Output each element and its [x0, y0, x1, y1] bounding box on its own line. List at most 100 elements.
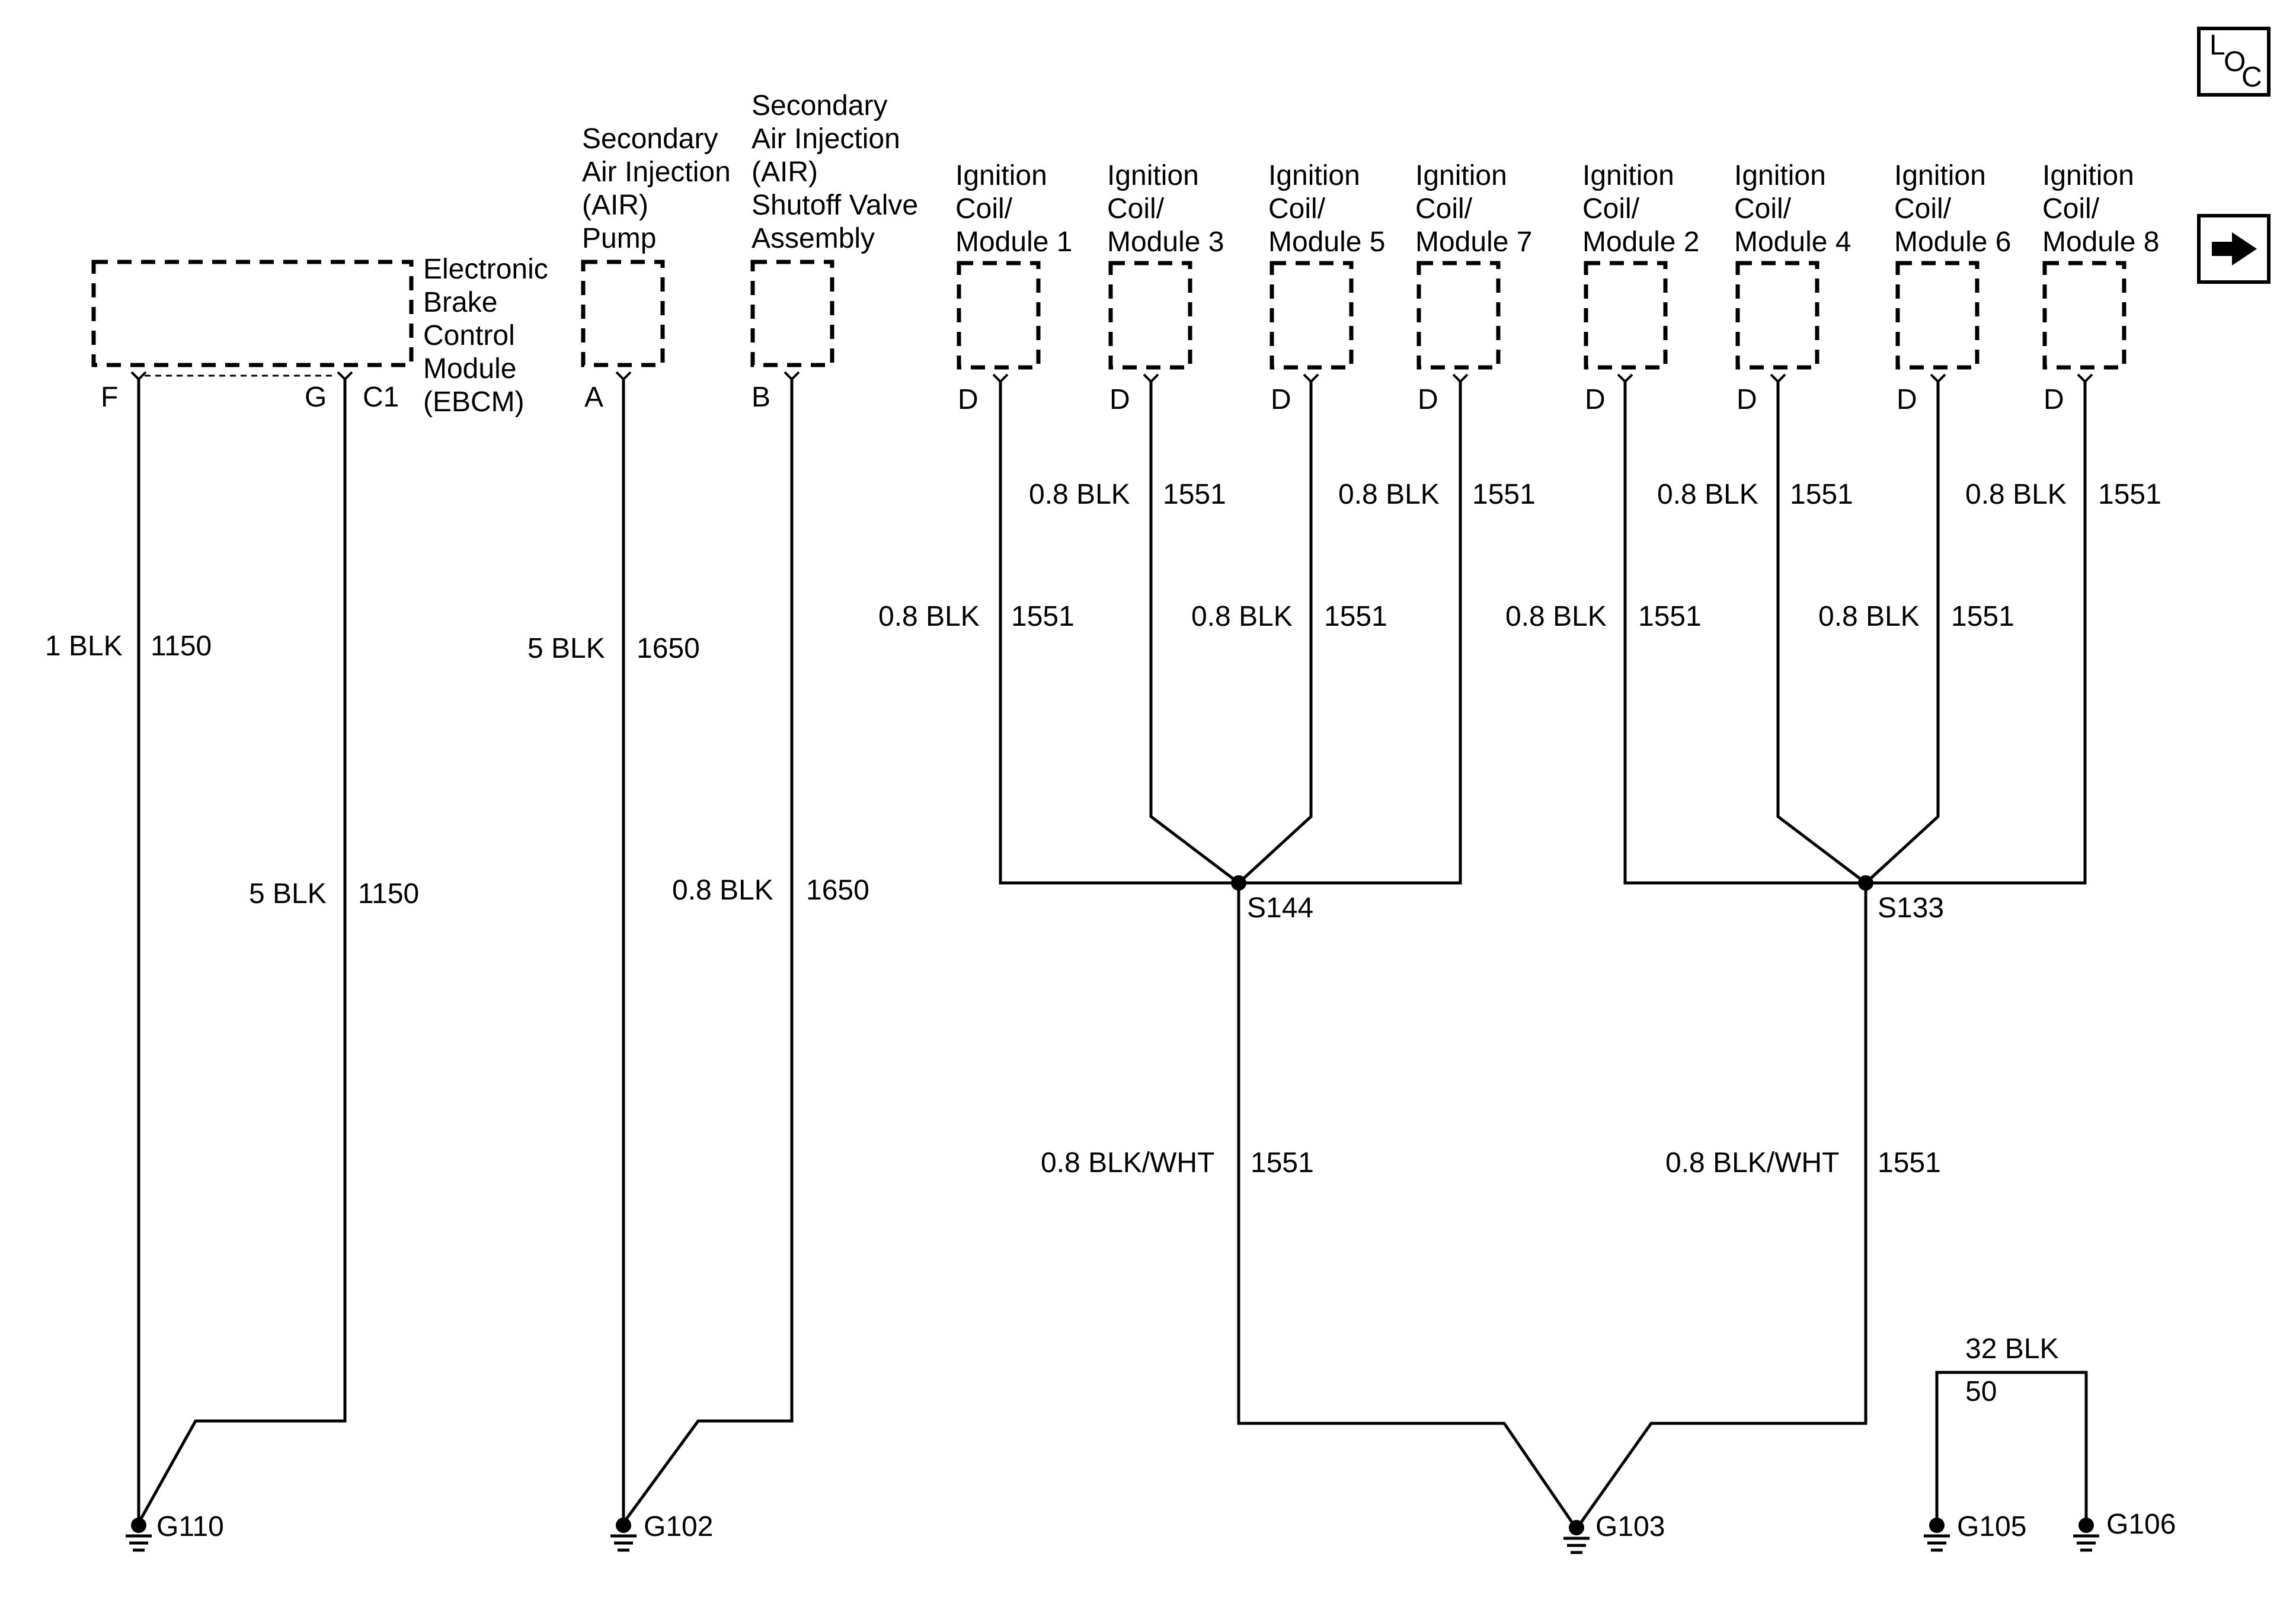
wire-coil-4: [1776, 380, 1867, 884]
coil-pin-d: D: [2044, 384, 2064, 415]
coil-module-2: Ignition Coil/ Module 2 D: [1582, 160, 1699, 415]
wire-s133-ground: [1575, 883, 1868, 1530]
coil-label: Ignition Coil/ Module 5: [1268, 160, 1385, 258]
ground-g110: G110: [126, 1511, 224, 1552]
air-valve-component: Secondary Air Injection (AIR) Shutoff Va…: [750, 90, 926, 413]
coil-module-7: Ignition Coil/ Module 7 D: [1415, 160, 1532, 415]
splice-s133: S133: [1858, 875, 1944, 924]
wire-coil-7: [1239, 380, 1462, 885]
ground-g103: G103: [1563, 1511, 1665, 1554]
coil-module-8: Ignition Coil/ Module 8 D: [2042, 160, 2159, 415]
coil-label: Ignition Coil/ Module 3: [1107, 160, 1224, 258]
coil-module-5: Ignition Coil/ Module 5 D: [1268, 160, 1385, 415]
coil-pin-d: D: [958, 384, 978, 415]
wire-coil-6: [1865, 380, 1940, 884]
ground-g106-label: G106: [2106, 1509, 2176, 1540]
wire-coil-1: [999, 380, 1239, 885]
air-pump-component: Secondary Air Injection (AIR) Pump A: [581, 123, 738, 413]
wire-ground-jumper-color: 32 BLK: [1965, 1333, 2058, 1365]
ground-g106: G106: [2073, 1509, 2176, 1552]
wire-ebcm-f-color: 1 BLK: [45, 630, 123, 662]
coil-pin-d: D: [1585, 384, 1606, 415]
loc-icon-c: C: [2241, 62, 2262, 93]
wire-coil-4-circuit: 1551: [1790, 479, 1853, 510]
wire-ground-jumper: [1935, 1371, 2088, 1525]
ground-symbol-icon: [1924, 1534, 1950, 1552]
coil-label: Ignition Coil/ Module 1: [955, 160, 1072, 258]
wire-s133-color: 0.8 BLK/WHT: [1665, 1147, 1839, 1179]
splice-s144-label: S144: [1247, 892, 1313, 924]
wire-ebcm-g-circuit: 1150: [358, 878, 419, 910]
coil-label: Ignition Coil/ Module 7: [1415, 160, 1532, 258]
wire-coil-3: [1149, 380, 1240, 884]
wire-air-valve-circuit: 1650: [806, 875, 869, 906]
ground-g102-label: G102: [644, 1511, 713, 1542]
ground-g105: G105: [1924, 1511, 2026, 1552]
coil-pin-d: D: [1897, 384, 1917, 415]
ebcm-pin-g: G: [305, 382, 327, 413]
next-page-arrow-icon[interactable]: [2197, 214, 2271, 284]
wire-air-valve-color: 0.8 BLK: [672, 875, 773, 906]
ebcm-connector-c1: C1: [363, 382, 399, 413]
wire-coil-6-circuit: 1551: [1951, 601, 2014, 632]
splice-s133-label: S133: [1878, 892, 1944, 924]
coil-label: Ignition Coil/ Module 6: [1894, 160, 2011, 258]
wire-s133-circuit: 1551: [1878, 1147, 1941, 1179]
splice-s144: S144: [1231, 875, 1313, 924]
wire-air-pump-color: 5 BLK: [527, 633, 605, 664]
wire-coil-5: [1237, 380, 1313, 884]
wire-s144-circuit: 1551: [1251, 1147, 1314, 1179]
coil-module-4: Ignition Coil/ Module 4 D: [1734, 160, 1851, 415]
wire-s144-ground: [1237, 883, 1578, 1530]
ground-g105-label: G105: [1957, 1511, 2026, 1542]
wire-coil-2-color: 0.8 BLK: [1505, 601, 1607, 632]
ebcm-component: Electronic Brake Control Module (EBCM) F…: [91, 254, 556, 418]
coil-label: Ignition Coil/ Module 2: [1582, 160, 1699, 258]
wire-coil-8-circuit: 1551: [2098, 479, 2161, 510]
ground-symbol-icon: [126, 1534, 152, 1552]
wire-coil-8: [1866, 380, 2087, 885]
air-valve-label: Secondary Air Injection (AIR) Shutoff Va…: [752, 90, 926, 254]
wire-coil-4-color: 0.8 BLK: [1657, 479, 1758, 510]
ground-symbol-icon: [2073, 1534, 2099, 1552]
coil-label: Ignition Coil/ Module 4: [1734, 160, 1851, 258]
ground-g103-label: G103: [1595, 1511, 1665, 1542]
coil-module-6: Ignition Coil/ Module 6 D: [1894, 160, 2011, 415]
coil-pin-d: D: [1418, 384, 1438, 415]
wire-s144-color: 0.8 BLK/WHT: [1041, 1147, 1214, 1179]
wire-coil-1-circuit: 1551: [1011, 601, 1075, 632]
wire-ground-jumper-circuit: 50: [1965, 1376, 1997, 1407]
ground-g102: G102: [610, 1511, 713, 1552]
air-pump-pin-a: A: [584, 382, 603, 413]
ground-symbol-icon: [610, 1534, 637, 1552]
wire-coil-6-color: 0.8 BLK: [1818, 601, 1920, 632]
wire-air-pump-circuit: 1650: [637, 633, 700, 664]
wire-coil-7-color: 0.8 BLK: [1338, 479, 1440, 510]
coil-module-3: Ignition Coil/ Module 3 D: [1107, 160, 1224, 415]
wire-ebcm-g: [137, 378, 347, 1524]
wire-coil-3-color: 0.8 BLK: [1029, 479, 1130, 510]
wire-coil-2: [1623, 380, 1866, 885]
coil-pin-d: D: [1737, 384, 1757, 415]
coil-pin-d: D: [1271, 384, 1291, 415]
loc-icon-l: L: [2209, 30, 2225, 61]
wire-coil-5-circuit: 1551: [1324, 601, 1387, 632]
wire-coil-2-circuit: 1551: [1638, 601, 1702, 632]
coil-pin-d: D: [1109, 384, 1130, 415]
ground-g110-label: G110: [156, 1511, 224, 1542]
wire-air-valve: [622, 378, 794, 1524]
coil-label: Ignition Coil/ Module 8: [2042, 160, 2159, 258]
loc-icon[interactable]: L O C: [2197, 27, 2271, 97]
ebcm-label: Electronic Brake Control Module (EBCM): [423, 254, 556, 418]
wire-coil-5-color: 0.8 BLK: [1191, 601, 1293, 632]
coil-module-1: Ignition Coil/ Module 1 D: [955, 160, 1072, 415]
wire-ebcm-g-color: 5 BLK: [249, 878, 327, 910]
wire-ebcm-f-circuit: 1150: [151, 630, 212, 662]
ebcm-pin-f: F: [101, 382, 118, 413]
ground-symbol-icon: [1563, 1537, 1590, 1554]
air-pump-label: Secondary Air Injection (AIR) Pump: [582, 123, 738, 254]
wire-coil-8-color: 0.8 BLK: [1965, 479, 2067, 510]
loc-icon-o: O: [2224, 46, 2246, 78]
air-valve-pin-b: B: [752, 382, 770, 413]
